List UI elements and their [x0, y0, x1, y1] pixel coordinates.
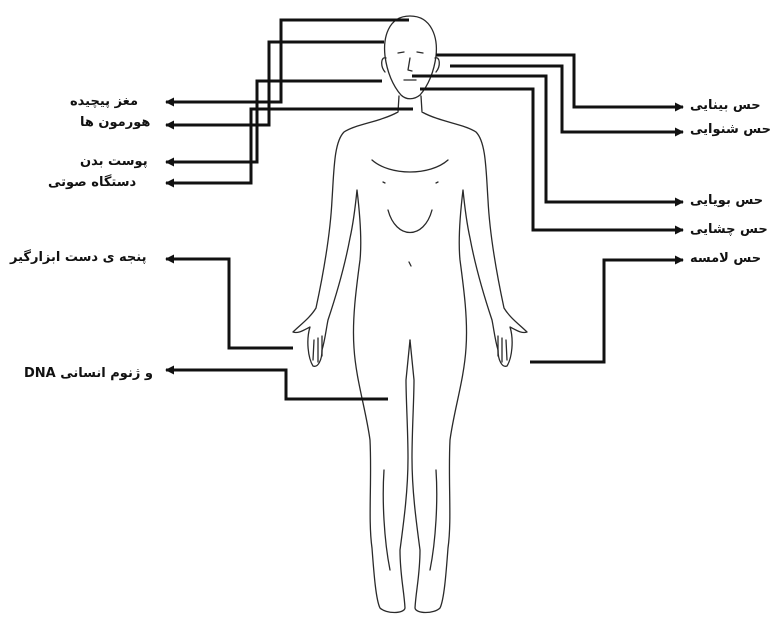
nipple-left — [383, 182, 385, 183]
connector-sight — [436, 55, 683, 107]
label-touch: حس لامسه — [690, 251, 761, 266]
label-complex-brain: مغز پیچیده — [70, 94, 138, 109]
label-hormones: هورمون ها — [80, 115, 150, 130]
connector-smell — [412, 76, 683, 202]
body-outline-right — [410, 96, 527, 613]
abdomen-line — [388, 210, 432, 233]
chest-line — [372, 160, 448, 172]
human-body-figure — [293, 16, 527, 613]
label-taste: حس چشایی — [690, 222, 768, 237]
connector-taste — [420, 89, 683, 230]
label-body-skin: پوست بدن — [80, 154, 148, 169]
leg-detail-left — [383, 470, 390, 570]
nose — [408, 58, 412, 71]
head-outline — [385, 16, 437, 99]
eyes — [398, 52, 423, 53]
connector-body-skin — [166, 81, 382, 162]
body-outline-left — [293, 96, 410, 613]
connector-lines — [166, 20, 683, 399]
label-tool-hand: پنجه ی دست ابزارگیر — [10, 250, 146, 265]
connector-complex-brain — [166, 20, 409, 102]
connector-touch — [530, 260, 683, 362]
connector-dna-genome — [166, 370, 388, 399]
label-dna-genome: DNA و ژنوم انسانی — [24, 366, 153, 381]
connector-tool-hand — [166, 259, 293, 348]
connector-hormones — [166, 42, 384, 125]
nipple-right — [436, 182, 438, 183]
label-vocal-system: دستگاه صوتی — [48, 175, 136, 190]
label-sight: حس بینایی — [690, 98, 761, 113]
navel — [409, 262, 411, 266]
leg-detail-right — [430, 470, 437, 570]
label-hearing: حس شنوایی — [690, 122, 771, 137]
label-smell: حس بویایی — [690, 193, 763, 208]
